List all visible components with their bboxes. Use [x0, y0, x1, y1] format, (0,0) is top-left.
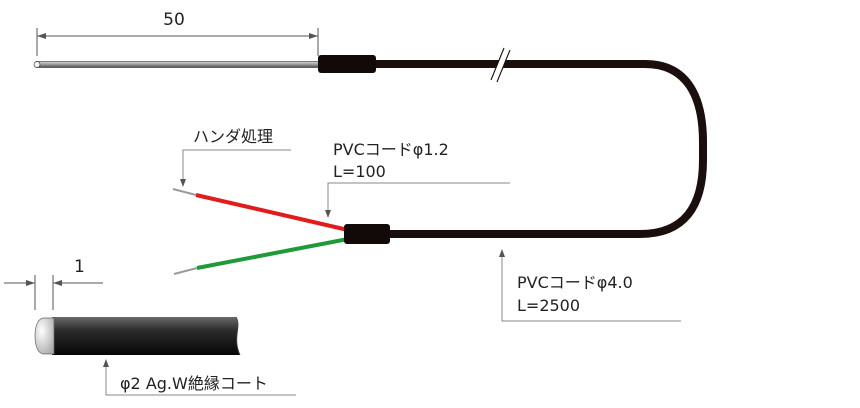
red-lead-wire: [172, 188, 349, 232]
wire-sleeve: [344, 224, 390, 244]
length-dimension: 50: [36, 10, 319, 56]
solder-label: ハンダ処理: [193, 127, 273, 146]
cable-break-mark: [490, 46, 511, 84]
probe-tip-detail: [34, 316, 241, 356]
thin-pvc-label-line2: L=100: [333, 162, 386, 181]
probe-sleeve: [318, 55, 376, 73]
probe-rod: [33, 61, 323, 68]
probe-tip-cap: [34, 317, 55, 355]
tip-coating-callout: φ2 Ag.W絶縁コート: [103, 359, 296, 396]
thin-pvc-label-line1: PVCコードφ1.2: [333, 140, 449, 159]
tip-gap-label: 1: [74, 257, 85, 277]
thick-pvc-label-line1: PVCコードφ4.0: [517, 273, 633, 292]
thin-pvc-callout: PVCコードφ1.2 L=100: [325, 140, 510, 218]
thick-cable: [372, 60, 707, 238]
length-dimension-label: 50: [163, 10, 185, 30]
tip-gap-dimension: 1: [4, 257, 103, 310]
tip-coating-label: φ2 Ag.W絶縁コート: [120, 374, 268, 393]
probe-tip-body: [52, 317, 240, 355]
green-lead-wire: [173, 237, 349, 275]
thick-pvc-callout: PVCコードφ4.0 L=2500: [499, 249, 681, 322]
solder-callout: ハンダ処理: [180, 127, 291, 187]
thick-pvc-label-line2: L=2500: [517, 296, 580, 315]
